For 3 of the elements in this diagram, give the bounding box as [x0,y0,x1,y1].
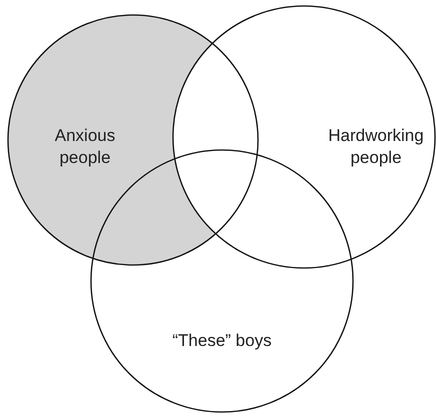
set-label: “These” boys [171,330,273,352]
set-label: Anxious people [54,125,116,169]
set-label: Hardworking people [327,125,425,169]
